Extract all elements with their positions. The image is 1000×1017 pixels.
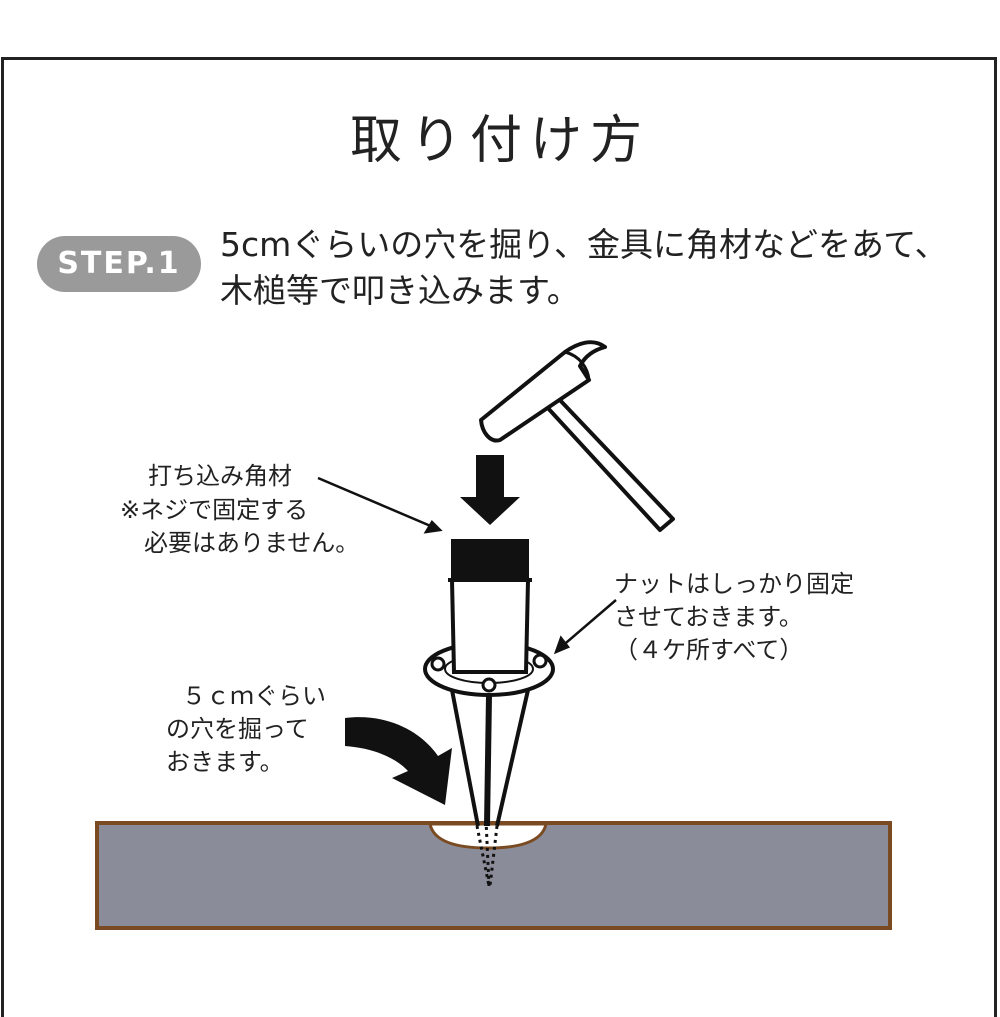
nut-label-line-2: させておきます。 [614, 603, 803, 631]
spike-underground [475, 819, 499, 887]
post-label-line-3: 必要はありません。 [144, 529, 360, 557]
step-instruction-line-1: 5cmぐらいの穴を掘り、金具に角材などをあて、 [220, 225, 948, 264]
nut-icon [430, 653, 548, 693]
step-instruction-line-2: 木槌等で叩き込みます。 [220, 271, 580, 310]
hole-label: ５ｃｍぐらい の穴を掘って おきます。 [166, 680, 326, 779]
hole-label-line-1: ５ｃｍぐらい [182, 682, 326, 710]
hole-label-line-2: の穴を掘って [166, 715, 309, 743]
post-label-line-1: 打ち込み角材 [148, 462, 292, 490]
step-instruction: 5cmぐらいの穴を掘り、金具に角材などをあて、 木槌等で叩き込みます。 [220, 222, 948, 314]
arrow-down-icon [460, 455, 520, 525]
wooden-post [448, 539, 532, 674]
ground [95, 821, 892, 930]
nut-label: ナットはしっかり固定 させておきます。 （４ケ所すべて） [614, 568, 854, 667]
page-title: 取り付け方 [349, 111, 650, 171]
curved-arrow-icon [345, 717, 452, 805]
spike-legs [450, 689, 530, 827]
content-frame [1, 57, 997, 1017]
post-label-line-2: ※ネジで固定する [120, 496, 309, 524]
post-note: ※ネジで固定する 必要はありません。 [120, 494, 359, 560]
hole-label-line-3: おきます。 [166, 748, 284, 776]
nut-label-line-1: ナットはしっかり固定 [614, 570, 854, 598]
nut-label-line-3: （４ケ所すべて） [614, 636, 804, 664]
hammer-icon [479, 340, 675, 532]
post-label: 打ち込み角材 [148, 460, 292, 493]
leader-lines [317, 476, 617, 655]
step-badge: STEP.1 [37, 236, 201, 292]
